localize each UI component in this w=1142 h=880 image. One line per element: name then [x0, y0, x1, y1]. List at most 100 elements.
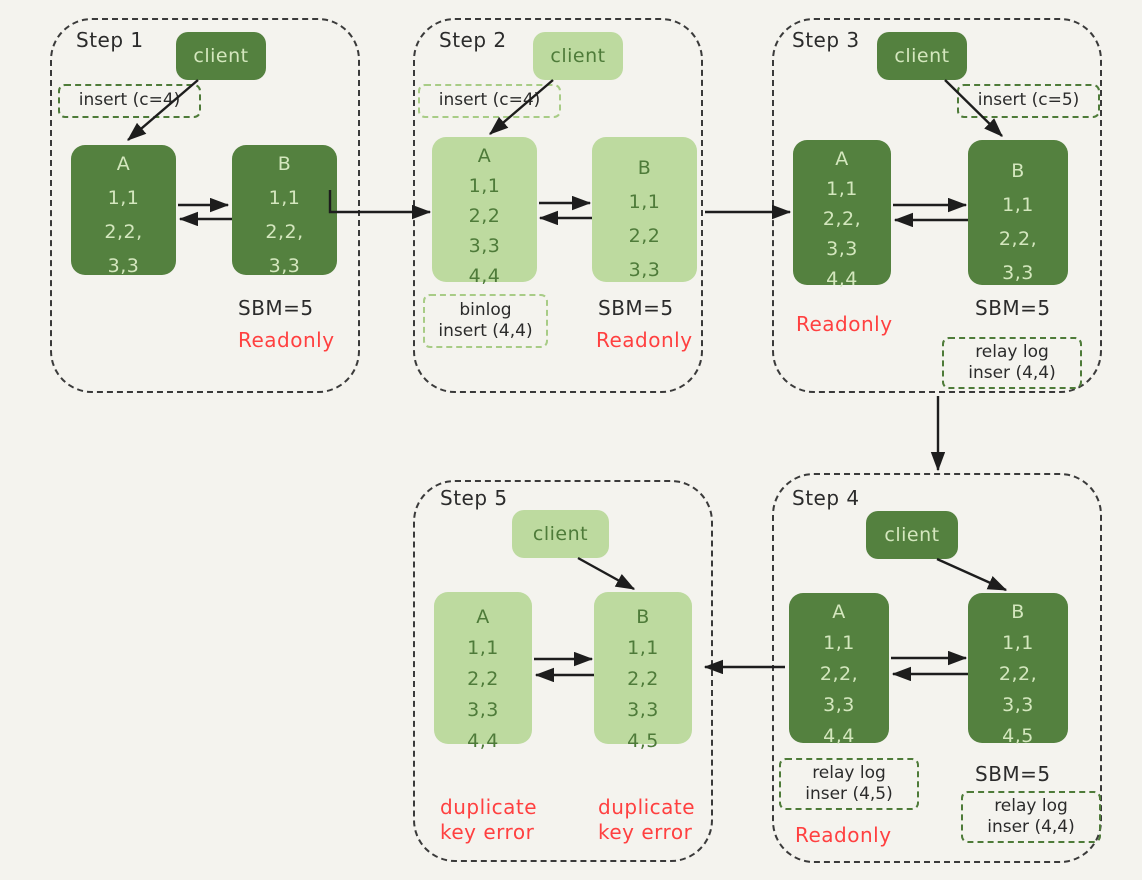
step-3-title: Step 3	[792, 28, 860, 52]
node-row: 4,4	[826, 267, 858, 290]
node-row: 2,2,	[265, 220, 304, 243]
node-row: 3,3	[628, 258, 661, 281]
node-row: 1,1	[1002, 631, 1034, 654]
node-row: 1,1	[467, 636, 499, 659]
node-row: 2,2	[627, 667, 659, 690]
step-4-client-box: client	[866, 511, 958, 559]
node-row: 2,2,	[104, 220, 143, 243]
step-4-readonly-label: Readonly	[795, 823, 892, 847]
node-row: A	[832, 601, 846, 623]
node-row: 1,1	[1002, 193, 1034, 216]
node-row: 1,1	[268, 186, 301, 209]
step-2-node-b: B 1,1 2,2 3,3	[592, 137, 697, 282]
step-5-error-right: duplicate key error	[598, 795, 695, 845]
step-2-client-box: client	[533, 32, 623, 80]
node-row: 4,5	[627, 729, 659, 752]
node-row: 4,5	[1002, 724, 1034, 747]
node-row: 2,2	[628, 224, 661, 247]
step-5-error-left: duplicate key error	[440, 795, 537, 845]
node-row: B	[1011, 601, 1025, 623]
step-3-sbm-label: SBM=5	[975, 296, 1051, 320]
node-row: 1,1	[468, 174, 501, 197]
step-5-title: Step 5	[440, 486, 508, 510]
step-2-node-a: A 1,1 2,2 3,3 4,4	[432, 137, 537, 286]
node-row: 3,3	[823, 693, 855, 716]
step-2-client-label: client	[550, 45, 606, 67]
node-row: 3,3	[467, 698, 499, 721]
step-3-insert-note: insert (c=5)	[957, 84, 1100, 118]
step-3-client-box: client	[877, 32, 967, 80]
note-line: inser (4,4)	[987, 817, 1075, 837]
step-2-binlog-note: binlog insert (4,4)	[423, 294, 548, 348]
node-row: 2,2	[467, 667, 499, 690]
node-row: 2,2,	[998, 227, 1038, 250]
step-5-node-a: A 1,1 2,2 3,3 4,4	[434, 592, 532, 751]
note-line: inser (4,4)	[968, 363, 1056, 383]
node-row: 4,4	[468, 264, 501, 287]
step-2-readonly-label: Readonly	[596, 328, 693, 352]
note-line: insert (4,4)	[438, 321, 533, 341]
step-1-insert-note: insert (c=4)	[58, 84, 201, 118]
step-4-client-label: client	[884, 524, 940, 546]
step-1-client-label: client	[193, 45, 249, 67]
node-row: B	[636, 606, 650, 628]
step-1-sbm-label: SBM=5	[238, 296, 314, 320]
step-1-title: Step 1	[76, 28, 144, 52]
step-2-sbm-label: SBM=5	[598, 296, 674, 320]
node-row: 3,3	[627, 698, 659, 721]
step-1-client-box: client	[176, 32, 266, 80]
node-row: 3,3	[826, 237, 858, 260]
note-line: inser (4,5)	[805, 784, 893, 804]
node-row: 3,3	[1002, 261, 1034, 284]
node-row: 2,2,	[822, 207, 862, 230]
note-line: insert (c=4)	[78, 90, 181, 111]
step-4-node-b: B 1,1 2,2, 3,3 4,5	[968, 593, 1068, 746]
note-line: binlog	[459, 299, 512, 320]
step-1-node-b: B 1,1 2,2, 3,3	[232, 145, 337, 277]
note-line: relay log	[975, 341, 1049, 362]
step-3-client-label: client	[894, 45, 950, 67]
step-2-title: Step 2	[439, 28, 507, 52]
node-row: A	[477, 145, 492, 167]
step-4-relay-note-right: relay log inser (4,4)	[961, 791, 1101, 843]
node-row: 3,3	[1002, 693, 1034, 716]
node-row: 2,2,	[998, 662, 1038, 685]
step-3-readonly-label: Readonly	[796, 312, 893, 336]
step-4-relay-note-left: relay log inser (4,5)	[779, 758, 919, 810]
error-line: duplicate	[440, 795, 538, 819]
node-row: 3,3	[107, 254, 140, 277]
step-3-node-a: A 1,1 2,2, 3,3 4,4	[793, 140, 891, 289]
node-row: B	[1011, 160, 1025, 182]
node-row: 1,1	[628, 190, 661, 213]
node-row: B	[637, 157, 652, 179]
node-row: 2,2	[468, 204, 501, 227]
node-row: A	[835, 148, 849, 170]
node-row: 1,1	[107, 186, 140, 209]
step-4-title: Step 4	[792, 486, 860, 510]
note-line: relay log	[812, 762, 886, 783]
node-row: A	[476, 606, 490, 628]
step-5-client-box: client	[512, 510, 609, 558]
node-row: 1,1	[826, 177, 858, 200]
step-5-node-b: B 1,1 2,2 3,3 4,5	[594, 592, 692, 751]
note-line: relay log	[994, 795, 1068, 816]
step-5-client-label: client	[532, 523, 589, 545]
node-row: 1,1	[627, 636, 659, 659]
node-row: B	[277, 153, 292, 175]
note-line: insert (c=5)	[977, 90, 1080, 111]
node-row: 3,3	[268, 254, 301, 277]
node-row: A	[116, 153, 131, 175]
note-line: insert (c=4)	[438, 90, 541, 111]
error-line: key error	[440, 820, 535, 844]
node-row: 4,4	[823, 724, 855, 747]
node-row: 1,1	[823, 631, 855, 654]
step-4-sbm-label: SBM=5	[975, 762, 1051, 786]
step-4-node-a: A 1,1 2,2, 3,3 4,4	[789, 593, 889, 746]
step-1-node-a: A 1,1 2,2, 3,3	[71, 145, 176, 277]
step-3-relay-note: relay log inser (4,4)	[942, 337, 1082, 389]
step-3-node-b: B 1,1 2,2, 3,3	[968, 140, 1068, 285]
error-line: duplicate	[598, 795, 696, 819]
node-row: 2,2,	[819, 662, 859, 685]
node-row: 4,4	[467, 729, 499, 752]
